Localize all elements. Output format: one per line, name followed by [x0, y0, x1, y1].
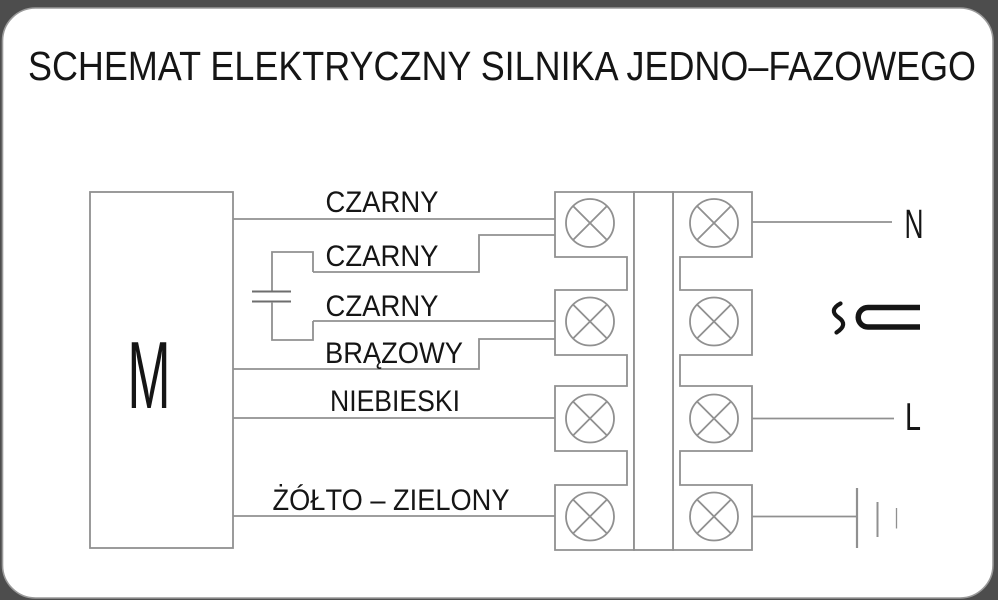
ac-tilde-glyph [831, 301, 846, 335]
circle-x-terminal [689, 393, 739, 444]
circle-x-terminal [565, 491, 615, 542]
terminal-block-right-profile [672, 191, 753, 551]
motor-label: M [128, 322, 171, 429]
wire-label-brazowy: BRĄZOWY [325, 337, 463, 370]
terminal-cross [572, 205, 608, 241]
circle-x-terminal [689, 491, 739, 542]
wire-label-niebieski: NIEBIESKI [330, 385, 460, 418]
terminal-cross [696, 400, 732, 437]
terminal-cross [696, 303, 732, 340]
terminal-block-left-profile [554, 191, 635, 551]
diagram-title: SCHEMAT ELEKTRYCZNY SILNIKA JEDNO–FAZOWE… [28, 43, 976, 89]
terminal-block [554, 191, 753, 551]
terminal-cross [572, 400, 608, 437]
wire-label-czarny-3: CZARNY [326, 290, 439, 323]
wire-czarny-2 [313, 234, 555, 273]
terminal-cross [572, 498, 608, 535]
capacitor-symbol [252, 251, 314, 341]
circle-x-terminal [689, 198, 739, 248]
ac-u-glyph [855, 304, 920, 330]
ac-voltage-u-tilde-symbol [831, 301, 920, 335]
circle-x-terminal [565, 198, 615, 248]
motor-symbol: M [89, 191, 234, 549]
capacitor-lead-top [271, 251, 314, 291]
wire-label-zolto-zielony: ŻÓŁTO – ZIELONY [273, 484, 510, 517]
circle-x-terminal [689, 296, 739, 347]
wire-label-czarny-1: CZARNY [326, 186, 439, 219]
line-label: L [905, 396, 921, 439]
terminal-cross [572, 303, 608, 340]
wire-label-czarny-2: CZARNY [326, 240, 439, 273]
terminal-cross [696, 498, 732, 535]
neutral-label: N [905, 201, 924, 247]
terminal-block-spine [633, 191, 674, 551]
earth-ground-symbol [752, 488, 898, 548]
wire-brazowy [233, 338, 555, 370]
motor-box [89, 191, 234, 549]
capacitor-lead-bottom [271, 302, 314, 341]
terminal-cross [696, 205, 732, 241]
circle-x-terminal [565, 393, 615, 444]
circle-x-terminal [565, 296, 615, 347]
